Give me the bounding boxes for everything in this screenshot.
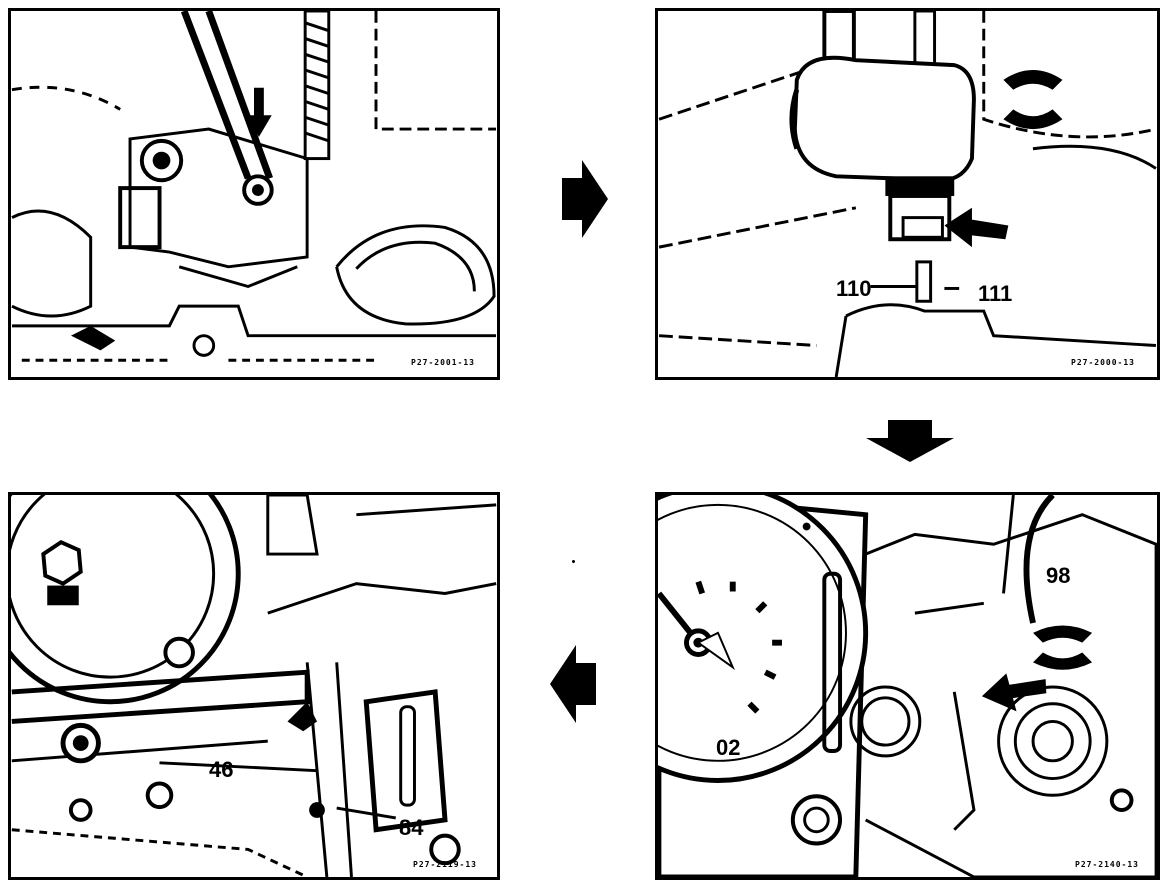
- panel-step-1: P27-2001-13: [8, 8, 500, 380]
- illustration-step-3: [658, 495, 1157, 877]
- panel-step-2: 110 111 P27-2000-13: [655, 8, 1160, 380]
- panel-caption: P27-2140-13: [1075, 860, 1139, 869]
- panel-caption: P27-2001-13: [411, 358, 475, 367]
- panel-step-4: 46 84 P27-2119-13: [8, 492, 500, 880]
- pointer-arrow-icon: [981, 673, 1047, 712]
- illustration-step-4: [11, 495, 497, 877]
- callout-110: 110: [836, 276, 872, 301]
- pointer-arrow-icon: [246, 87, 272, 137]
- callout-111: 111: [978, 281, 1013, 306]
- speck: [572, 560, 575, 563]
- panel-step-3: 98 02 P27-2140-13: [655, 492, 1160, 880]
- arrow-icon: [562, 160, 608, 238]
- callout-84: 84: [399, 815, 424, 840]
- callout-02: 02: [716, 735, 741, 760]
- arrow-icon: [550, 645, 596, 723]
- illustration-step-2: [658, 11, 1157, 377]
- callout-46: 46: [209, 757, 234, 782]
- panel-caption: P27-2119-13: [413, 860, 477, 869]
- callout-98: 98: [1046, 563, 1071, 588]
- illustration-step-1: [11, 11, 497, 362]
- panel-caption: P27-2000-13: [1071, 358, 1135, 367]
- pointer-arrow-icon: [944, 207, 1009, 248]
- arrow-icon: [866, 420, 954, 462]
